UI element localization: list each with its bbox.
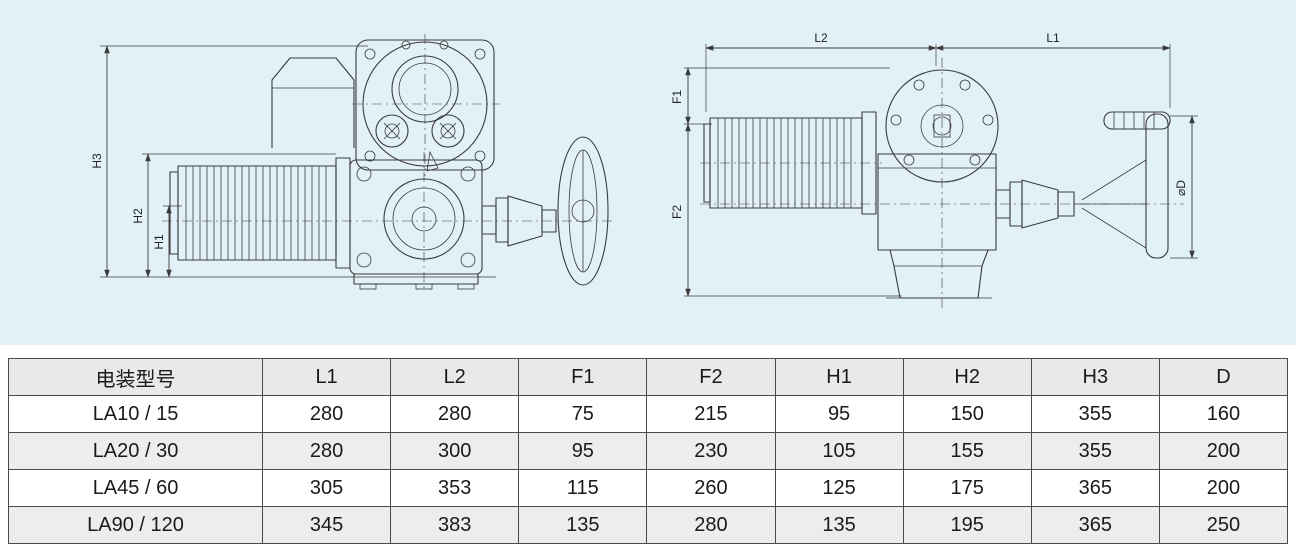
mounting-base xyxy=(353,273,479,285)
cell-value: 160 xyxy=(1158,395,1289,433)
col-header-f1: F1 xyxy=(518,358,648,396)
dim-label-l2: L2 xyxy=(814,31,828,45)
table-header-row: 电装型号 L1 L2 F1 F2 H1 H2 H3 D xyxy=(8,358,1289,396)
cell-value: 353 xyxy=(390,469,520,507)
dim-label-h3: H3 xyxy=(90,153,104,169)
table-row: LA20 / 30 280 300 95 230 105 155 355 200 xyxy=(8,432,1289,470)
dim-label-h1: H1 xyxy=(152,234,166,250)
cell-value: 365 xyxy=(1030,506,1160,544)
cell-value: 115 xyxy=(518,469,648,507)
gear-housing-circle xyxy=(362,41,488,167)
dim-label-f1: F1 xyxy=(670,90,684,104)
dim-label-f2: F2 xyxy=(670,205,684,219)
cell-value: 75 xyxy=(518,395,648,433)
table-section: 电装型号 L1 L2 F1 F2 H1 H2 H3 D LA10 / 15 28… xyxy=(0,345,1296,544)
position-indicator xyxy=(426,150,439,172)
cell-value: 260 xyxy=(646,469,776,507)
cell-value: 365 xyxy=(1030,469,1160,507)
col-header-h3: H3 xyxy=(1030,358,1160,396)
gearbox-flange xyxy=(349,159,483,275)
cell-value: 355 xyxy=(1030,395,1160,433)
actuator-dimension-drawing: H3 H2 H1 xyxy=(90,31,1198,312)
cell-value: 175 xyxy=(902,469,1032,507)
col-header-l1: L1 xyxy=(261,358,392,396)
technical-drawing-area: H3 H2 H1 xyxy=(0,0,1296,345)
cell-value: 135 xyxy=(518,506,648,544)
bottom-compartment xyxy=(889,249,989,299)
col-header-h2: H2 xyxy=(902,358,1032,396)
table-row: LA90 / 120 345 383 135 280 135 195 365 2… xyxy=(8,506,1289,544)
gear-housing-flange xyxy=(355,39,495,171)
cell-value: 95 xyxy=(518,432,648,470)
cell-value: 280 xyxy=(390,395,520,433)
handwheel-grip xyxy=(1103,111,1171,130)
col-header-l2: L2 xyxy=(390,358,520,396)
cell-value: 355 xyxy=(1030,432,1160,470)
cell-value: 280 xyxy=(646,506,776,544)
cell-model: LA20 / 30 xyxy=(8,432,263,470)
col-header-d: D xyxy=(1158,358,1289,396)
cell-value: 280 xyxy=(261,432,392,470)
junction-box xyxy=(271,57,355,148)
cell-value: 300 xyxy=(390,432,520,470)
right-view-drawing: L2 L1 F1 F2 ⌀D xyxy=(670,31,1198,312)
dim-label-d: ⌀D xyxy=(1174,180,1188,196)
handwheel-left-view xyxy=(557,136,609,286)
cell-value: 95 xyxy=(774,395,904,433)
cell-value: 200 xyxy=(1158,469,1289,507)
cell-value: 383 xyxy=(390,506,520,544)
cell-value: 200 xyxy=(1158,432,1289,470)
cell-value: 215 xyxy=(646,395,776,433)
cell-value: 105 xyxy=(774,432,904,470)
cell-value: 135 xyxy=(774,506,904,544)
dim-label-h2: H2 xyxy=(131,208,145,224)
gear-housing-side xyxy=(885,69,999,183)
cell-value: 280 xyxy=(261,395,392,433)
cell-value: 195 xyxy=(902,506,1032,544)
col-header-model: 电装型号 xyxy=(8,358,263,396)
cell-value: 305 xyxy=(261,469,392,507)
cell-model: LA90 / 120 xyxy=(8,506,263,544)
cell-value: 250 xyxy=(1158,506,1289,544)
cell-value: 125 xyxy=(774,469,904,507)
table-row: LA45 / 60 305 353 115 260 125 175 365 20… xyxy=(8,469,1289,507)
cell-value: 155 xyxy=(902,432,1032,470)
cell-value: 345 xyxy=(261,506,392,544)
table-row: LA10 / 15 280 280 75 215 95 150 355 160 xyxy=(8,395,1289,433)
handwheel-side-view xyxy=(1145,113,1169,259)
cell-value: 150 xyxy=(902,395,1032,433)
left-view-drawing: H3 H2 H1 xyxy=(90,34,615,292)
dimension-table: 电装型号 L1 L2 F1 F2 H1 H2 H3 D LA10 / 15 28… xyxy=(8,358,1289,544)
cell-model: LA45 / 60 xyxy=(8,469,263,507)
col-header-h1: H1 xyxy=(774,358,904,396)
dim-label-l1: L1 xyxy=(1046,31,1060,45)
cell-model: LA10 / 15 xyxy=(8,395,263,433)
col-header-f2: F2 xyxy=(646,358,776,396)
cell-value: 230 xyxy=(646,432,776,470)
